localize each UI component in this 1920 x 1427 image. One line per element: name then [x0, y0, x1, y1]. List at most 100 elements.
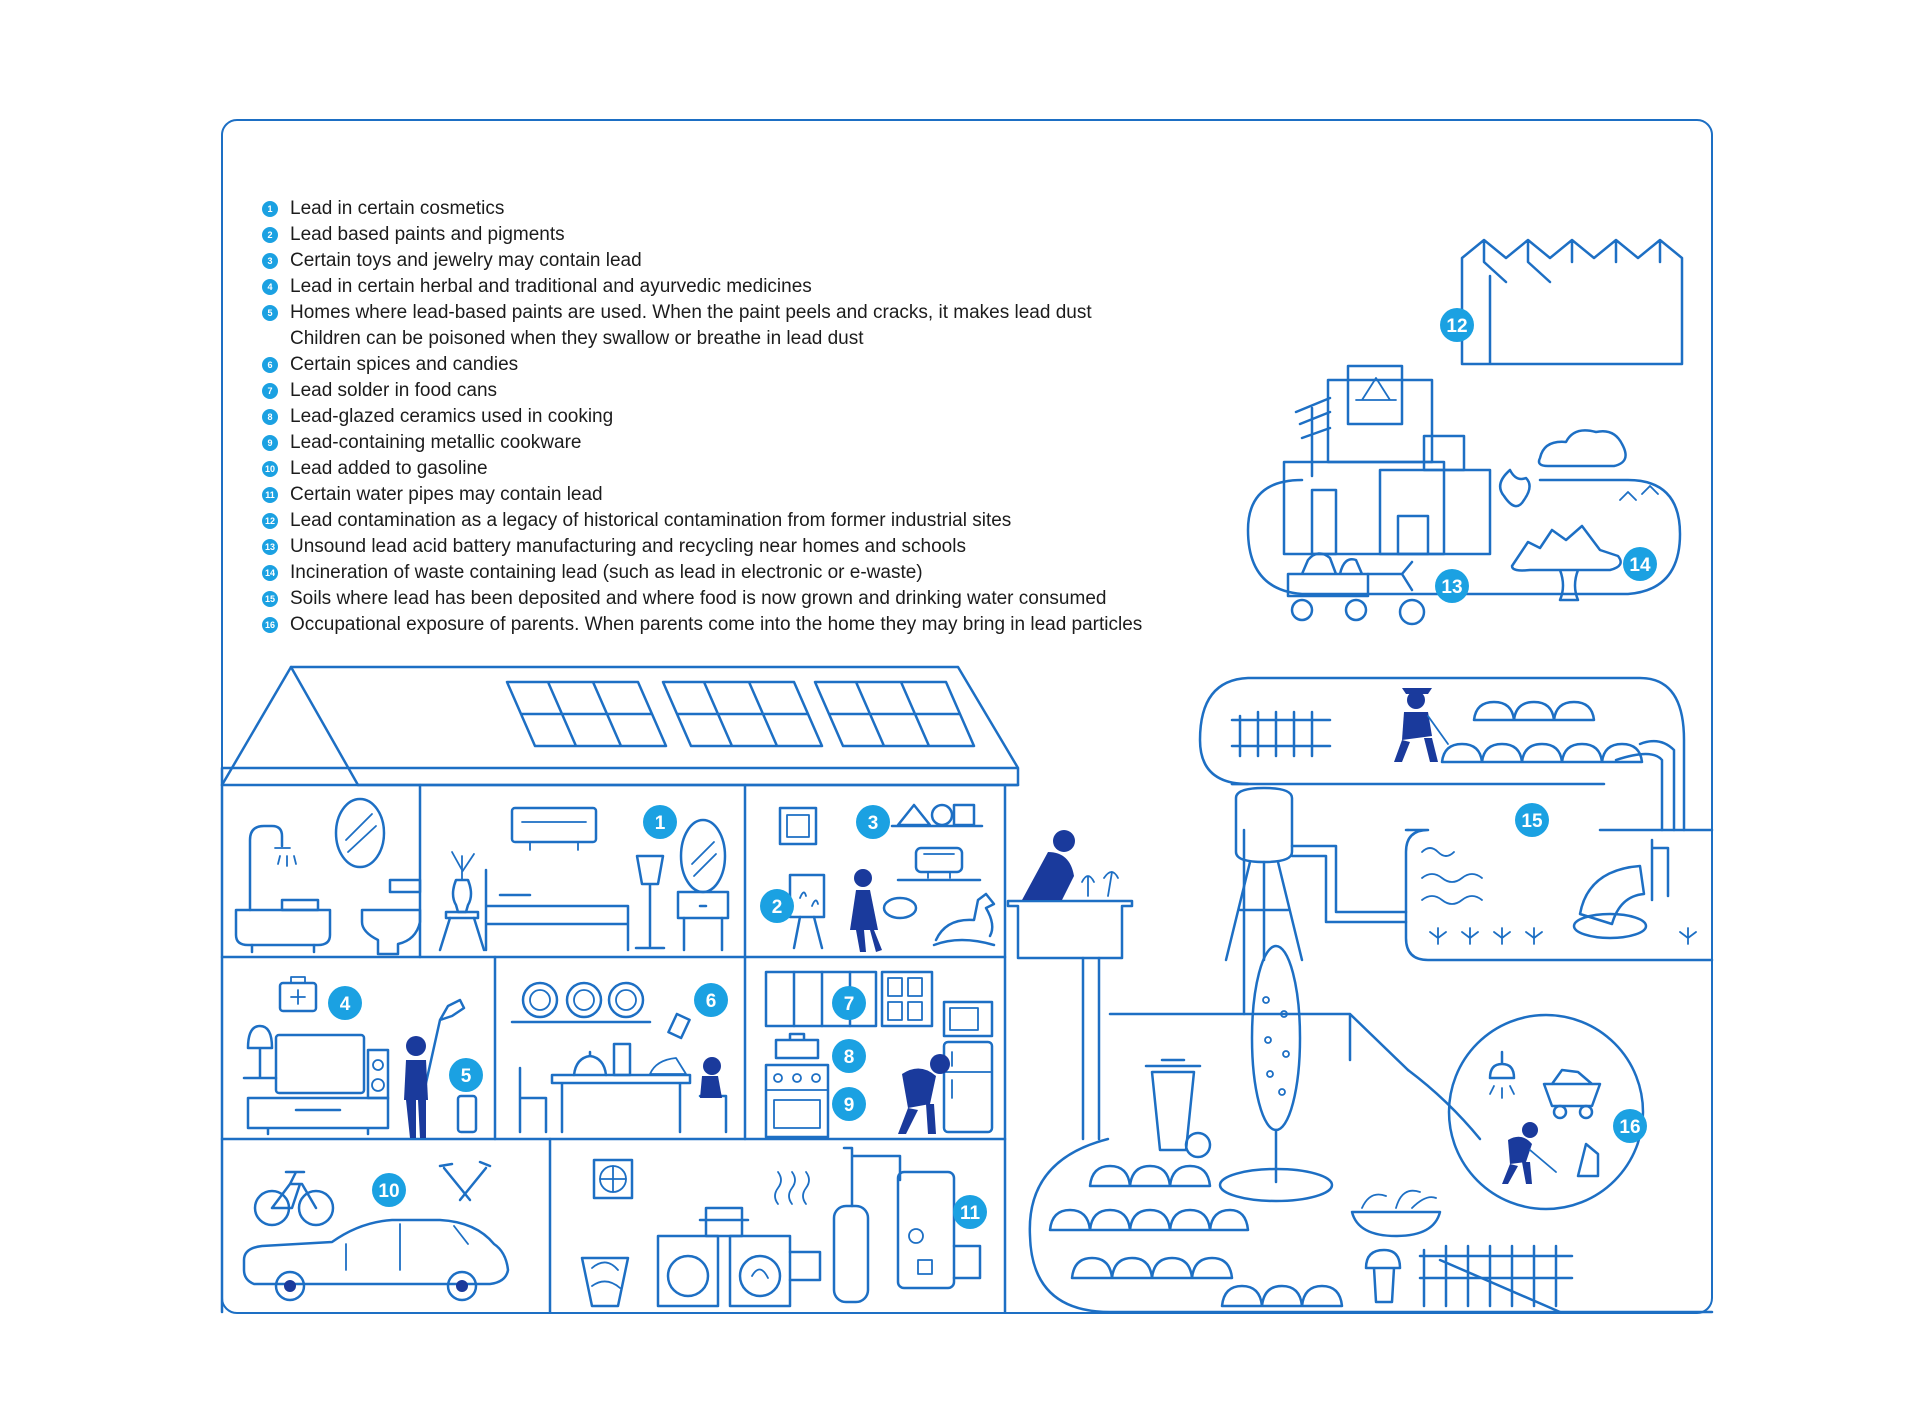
badge-number: 10 [378, 1181, 399, 1202]
legend-number-badge: 11 [262, 487, 278, 503]
badge-8: 8 [832, 1039, 866, 1073]
badge-2: 2 [760, 889, 794, 923]
legend-item-1: 1 Lead in certain cosmetics [262, 196, 1302, 222]
legend-item-7: 7 Lead solder in food cans [262, 378, 1302, 404]
badge-number: 6 [706, 991, 717, 1012]
badge-number: 3 [868, 813, 879, 834]
badge-number: 8 [844, 1047, 855, 1068]
legend-item-12: 12 Lead contamination as a legacy of hist… [262, 508, 1302, 534]
badge-16: 16 [1613, 1109, 1647, 1143]
legend-text: Unsound lead acid battery manufacturing … [290, 536, 966, 557]
legend-item-5: 5 Homes where lead-based paints are used.… [262, 300, 1302, 352]
garden-yard [1028, 944, 1714, 1314]
legend-item-16: 16 Occupational exposure of parents. When… [262, 612, 1302, 638]
badge-circle [832, 986, 866, 1020]
badge-number: 5 [461, 1066, 472, 1087]
badge-circle [832, 1039, 866, 1073]
badge-11: 11 [953, 1195, 987, 1229]
dining-room [510, 981, 728, 1134]
legend-text: Lead based paints and pigments [290, 224, 565, 245]
legend-number-badge: 14 [262, 565, 278, 581]
bathroom [234, 797, 422, 956]
badge-circle [328, 986, 362, 1020]
badge-circle [643, 805, 677, 839]
badge-circle [953, 1195, 987, 1229]
badge-number: 15 [1521, 811, 1543, 832]
badge-circle [372, 1173, 406, 1207]
laundry-room [580, 1146, 982, 1308]
legend-text: Occupational exposure of parents. When p… [290, 614, 1143, 635]
badge-circle [856, 805, 890, 839]
badge-1: 1 [643, 805, 677, 839]
legend-item-6: 6 Certain spices and candies [262, 352, 1302, 378]
legend-text: Lead in certain herbal and traditional a… [290, 276, 812, 297]
legend-text: Homes where lead-based paints are used. … [290, 302, 1092, 323]
legend-number-badge: 9 [262, 435, 278, 451]
badge-circle [760, 889, 794, 923]
legend-text: Lead added to gasoline [290, 458, 488, 479]
legend-text: Lead in certain cosmetics [290, 198, 505, 219]
kitchen [764, 970, 994, 1139]
badge-number: 11 [960, 1203, 981, 1224]
badge-number: 9 [844, 1095, 855, 1116]
badge-13: 13 [1435, 569, 1469, 603]
badge-circle [449, 1058, 483, 1092]
badge-10: 10 [372, 1173, 406, 1207]
legend-number-badge: 1 [262, 201, 278, 217]
legend-text: Incineration of waste containing lead (s… [290, 562, 923, 583]
legend-number-badge: 10 [262, 461, 278, 477]
badge-12: 12 [1440, 308, 1474, 342]
garage [242, 1160, 510, 1302]
badge-5: 5 [449, 1058, 483, 1092]
legend-number-badge: 13 [262, 539, 278, 555]
legend-item-4: 4 Lead in certain herbal and traditional … [262, 274, 1302, 300]
badge-15: 15 [1515, 803, 1549, 837]
badge-number: 12 [1446, 316, 1467, 337]
legend-text: Lead solder in food cans [290, 380, 498, 401]
legend-number-badge: 4 [262, 279, 278, 295]
badge-14: 14 [1623, 547, 1657, 581]
living-room [242, 976, 478, 1136]
badge-number: 13 [1441, 577, 1462, 598]
legend-number-badge: 8 [262, 409, 278, 425]
badge-number: 16 [1619, 1117, 1640, 1138]
legend-text: Lead contamination as a legacy of histor… [290, 510, 1012, 531]
farm-and-water-scene [1198, 676, 1714, 1016]
badge-number: 7 [844, 994, 855, 1015]
legend-number-badge: 12 [262, 513, 278, 529]
legend-item-10: 10 Lead added to gasoline [262, 456, 1302, 482]
badge-number: 14 [1629, 555, 1651, 576]
legend-number-badge: 6 [262, 357, 278, 373]
house-structure [220, 665, 1020, 1314]
legend-number-badge: 7 [262, 383, 278, 399]
legend-text: Lead-containing metallic cookware [290, 432, 582, 453]
badge-circle [1613, 1109, 1647, 1143]
badge-circle [1515, 803, 1549, 837]
legend-text: Certain spices and candies [290, 354, 519, 375]
badge-circle [832, 1087, 866, 1121]
badge-circle [694, 983, 728, 1017]
legend-item-9: 9 Lead-containing metallic cookware [262, 430, 1302, 456]
badge-4: 4 [328, 986, 362, 1020]
legend-text: Lead-glazed ceramics used in cooking [290, 406, 614, 427]
legend-number-badge: 16 [262, 617, 278, 633]
legend-text: Soils where lead has been deposited and … [290, 588, 1107, 609]
badge-number: 2 [772, 897, 783, 918]
legend-item-13: 13 Unsound lead acid battery manufacturin… [262, 534, 1302, 560]
solar-panels [505, 680, 976, 748]
badge-circle [1440, 308, 1474, 342]
legend-item-14: 14 Incineration of waste containing lead … [262, 560, 1302, 586]
occupational-exposure-scene [1447, 1013, 1645, 1211]
badge-6: 6 [694, 983, 728, 1017]
industrial-scene [1246, 238, 1684, 626]
badge-circle [1623, 547, 1657, 581]
badge-circle [1435, 569, 1469, 603]
legend-item-8: 8 Lead-glazed ceramics used in cooking [262, 404, 1302, 430]
badge-9: 9 [832, 1087, 866, 1121]
legend-number-badge: 5 [262, 305, 278, 321]
